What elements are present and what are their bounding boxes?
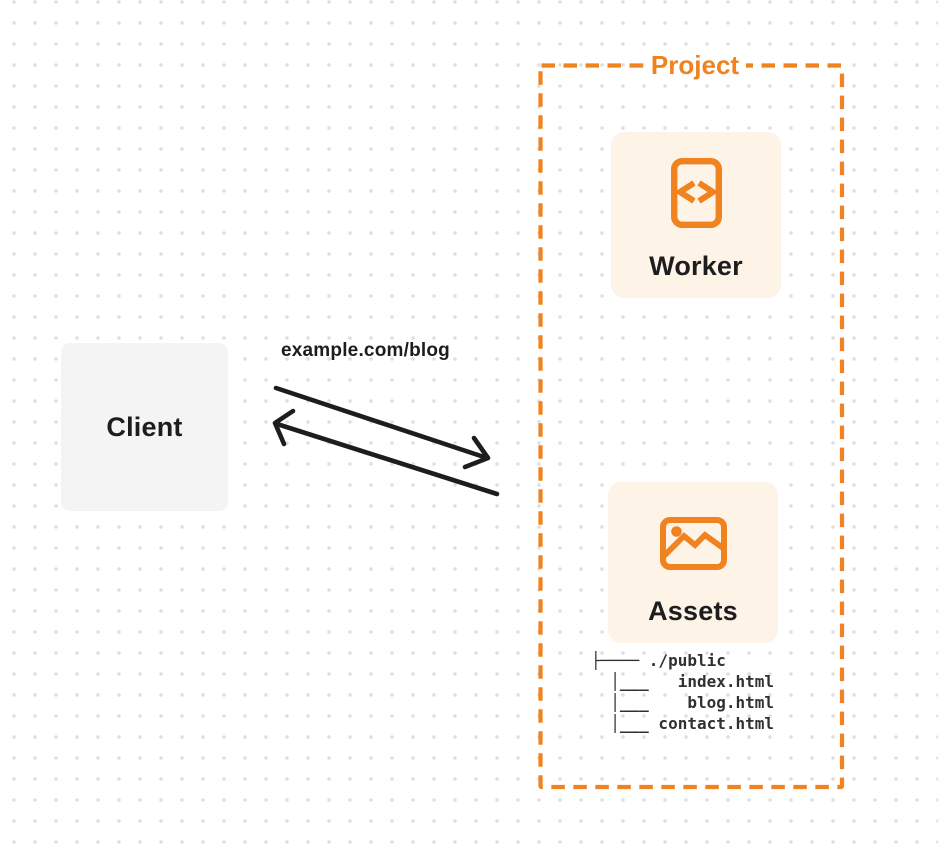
tree-line-blog: │___ blog.html	[591, 693, 775, 712]
project-dashed-border	[538, 63, 845, 790]
tree-line-index: │___ index.html	[591, 672, 775, 691]
response-arrow	[272, 408, 500, 497]
client-label: Client	[106, 411, 183, 442]
request-arrow	[273, 385, 491, 470]
project-label: Project	[643, 51, 747, 79]
request-url-label: example.com/blog	[281, 340, 450, 361]
code-file-icon	[670, 158, 722, 228]
worker-label: Worker	[649, 251, 743, 281]
tree-line-public: ├──── ./public	[591, 651, 726, 670]
tree-line-contact: │___ contact.html	[591, 714, 775, 733]
assets-file-tree: ├──── ./public │___ index.html │___ blog…	[591, 650, 774, 734]
image-icon	[659, 517, 727, 570]
response-arrowhead-icon	[272, 408, 296, 447]
assets-node: Assets	[608, 482, 778, 643]
client-node: Client	[61, 343, 228, 511]
assets-label: Assets	[648, 596, 738, 626]
request-arrowhead-icon	[462, 435, 491, 470]
worker-node: Worker	[611, 132, 781, 298]
